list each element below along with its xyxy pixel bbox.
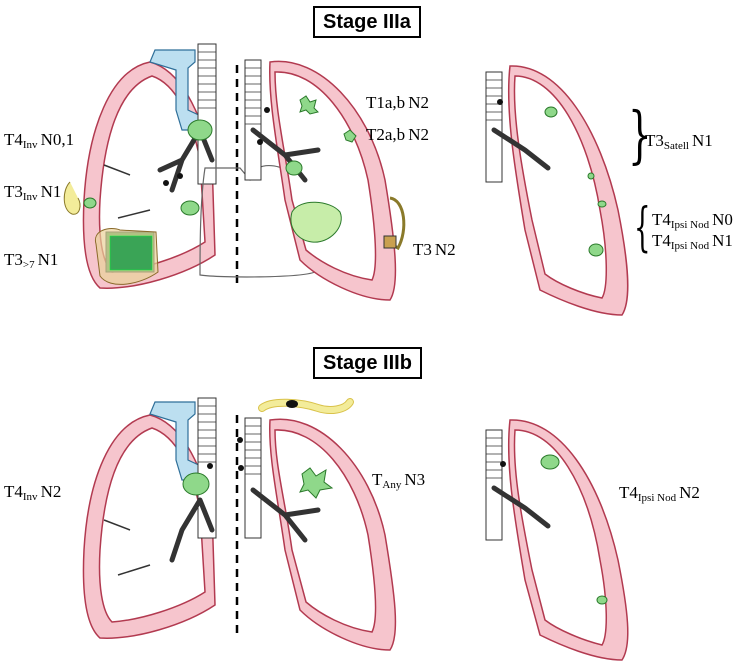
tumors-right-stage-a [257,95,406,251]
right-lung-stage-b [237,398,397,651]
stage-b-title: Stage IIIb [313,347,422,379]
tumors-left-stage-a [63,119,213,285]
far-right-lung-stage-a [485,65,629,316]
stage-a-title: Stage IIIa [313,6,421,38]
brace-ipsi: { [634,198,651,258]
left-lung-stage-b [82,397,217,639]
brace-satell: } [628,98,652,171]
trachea-stage-a [149,43,217,193]
far-right-lung-stage-b [485,419,629,661]
